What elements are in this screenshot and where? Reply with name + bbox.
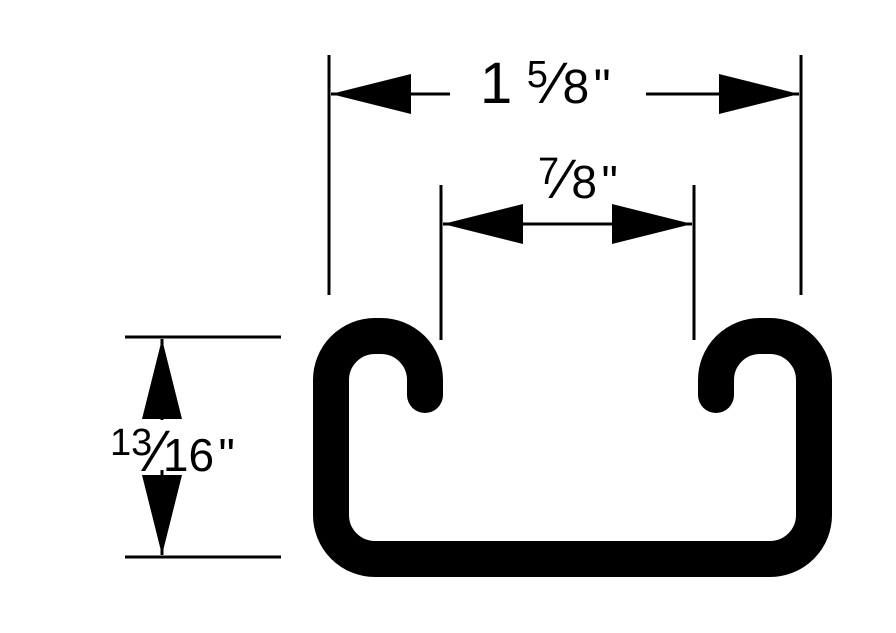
height-label: 13 ⁄ 16 "	[110, 419, 235, 484]
overall-width-unit: "	[594, 61, 611, 114]
height-unit: "	[219, 429, 235, 481]
slot-opening-unit: "	[601, 156, 617, 208]
overall-width-denominator: 8	[562, 61, 589, 114]
height-numerator: 13	[110, 422, 152, 464]
slot-opening-label: 7 ⁄ 8 "	[538, 147, 618, 210]
height-denominator: 16	[163, 429, 214, 481]
overall-width-whole: 1	[480, 51, 512, 116]
slot-opening-numerator: 7	[538, 151, 559, 193]
slot-opening-dimension: 7 ⁄ 8 "	[439, 147, 696, 340]
height-dimension: 13 ⁄ 16 "	[110, 335, 281, 559]
overall-width-label: 1 5 ⁄ 8 "	[480, 51, 611, 116]
overall-width-dimension: 1 5 ⁄ 8 "	[327, 51, 803, 295]
strut-channel-profile	[313, 318, 832, 577]
overall-width-numerator: 5	[527, 54, 548, 96]
slot-opening-denominator: 8	[571, 156, 597, 208]
